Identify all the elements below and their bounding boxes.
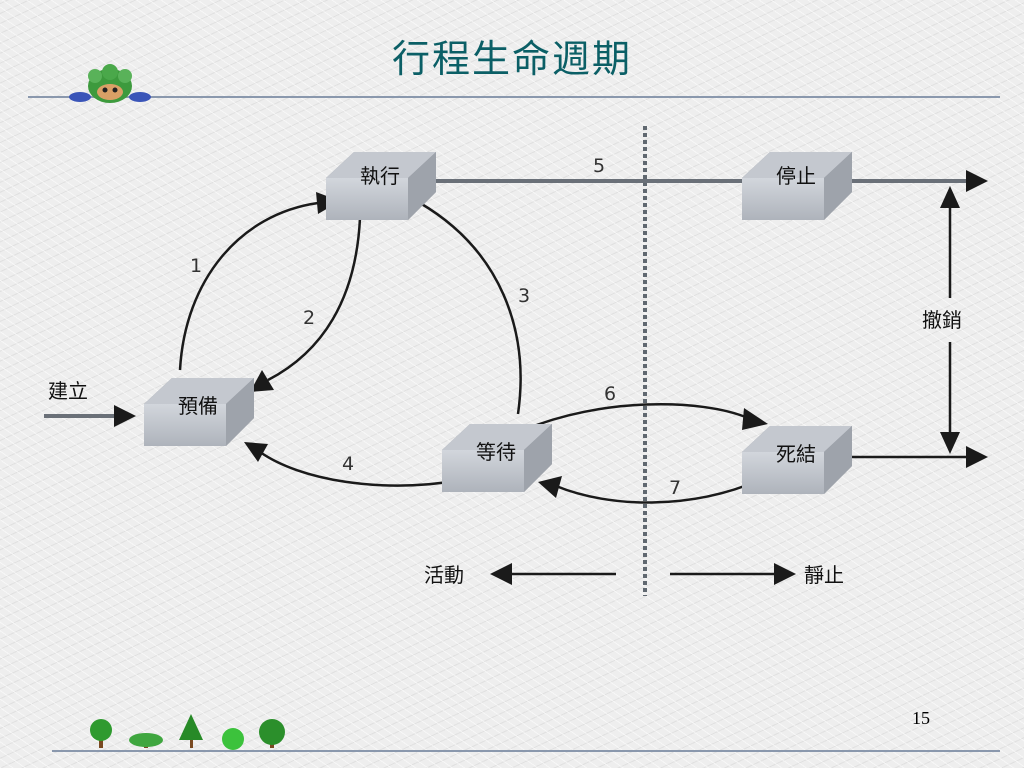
node-waiting: 等待 [442,424,552,492]
edge-4-arrow [244,442,268,462]
active-arrow-head [490,563,512,585]
edge-6-curve [523,402,749,432]
node-stopped: 停止 [742,152,852,220]
static-arrow-head [774,563,796,585]
create-label: 建立 [48,379,88,403]
node-ready-label: 預備 [178,394,218,418]
edge-3-curve [419,201,522,415]
revoke-arrow-up [940,186,960,208]
edge-6-arrow [742,408,768,430]
edge-6-label: 6 [604,383,616,405]
edge-3-label: 3 [518,285,530,307]
deadlocked-exit-arrow [966,446,988,468]
revoke-arrow-down [940,432,960,454]
mascot-icon [69,64,151,103]
edge-7-arrow [538,476,562,498]
edge-7-curve [555,478,761,504]
top-divider [28,96,1000,98]
active-label: 活動 [424,563,464,587]
trees-icon [90,714,285,750]
node-running-label: 執行 [360,164,400,188]
bottom-divider [52,750,1000,752]
edge-2-curve [267,217,362,382]
edge-1-curve [178,201,319,371]
node-deadlocked: 死結 [742,426,852,494]
edge-2-label: 2 [303,307,315,329]
edge-7-label: 7 [669,477,681,499]
edge-1-label: 1 [190,255,202,277]
slide-title: 行程生命週期 [391,37,632,81]
edge-5-label: 5 [593,155,605,177]
edge-4-curve [259,450,463,487]
node-deadlocked-label: 死結 [776,442,816,466]
edge-4-label: 4 [342,453,354,475]
revoke-label: 撤銷 [922,308,962,332]
edge-2-arrow [250,370,274,392]
node-ready: 預備 [144,378,254,446]
create-arrow-head [114,405,136,427]
static-label: 靜止 [804,563,844,587]
node-waiting-label: 等待 [476,440,516,464]
page-number: 15 [912,708,930,728]
node-running: 執行 [326,152,436,220]
node-stopped-label: 停止 [776,164,816,188]
stopped-exit-arrow [966,170,988,192]
